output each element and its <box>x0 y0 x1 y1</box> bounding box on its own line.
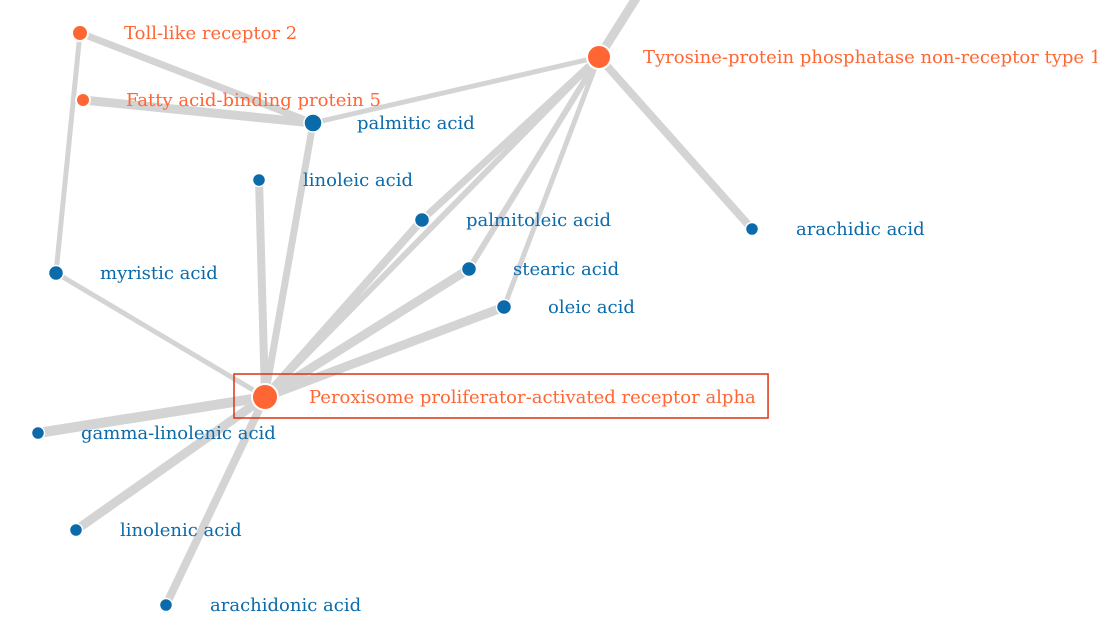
edge-ptpn1-oleic <box>501 56 602 308</box>
edge-ppara-gammalinolenic <box>37 392 266 438</box>
edge-fabp5-palmitic <box>82 95 314 128</box>
node-ppara[interactable]: Peroxisome proliferator-activated recept… <box>251 383 756 411</box>
node-label-arachidic[interactable]: arachidic acid <box>796 219 925 240</box>
node-circle-stearic[interactable] <box>460 260 478 278</box>
node-label-fabp5[interactable]: Fatty acid-binding protein 5 <box>126 90 381 111</box>
node-palmitic[interactable]: palmitic acid <box>303 113 475 134</box>
node-label-myristic[interactable]: myristic acid <box>100 263 218 284</box>
edge-tlr2-palmitic <box>78 29 315 127</box>
node-circle-linoleic[interactable] <box>251 172 267 188</box>
node-circle-palmitic[interactable] <box>303 113 323 133</box>
edge-ppara-stearic <box>262 265 472 401</box>
edge-ppara-myristic <box>54 270 267 400</box>
node-label-palmitoleic[interactable]: palmitoleic acid <box>466 210 611 231</box>
edge-ppara-arachidonic <box>162 395 269 607</box>
node-circle-oleic[interactable] <box>495 298 513 316</box>
node-label-palmitic[interactable]: palmitic acid <box>357 113 475 134</box>
node-stearic[interactable]: stearic acid <box>460 259 620 280</box>
node-circle-palmitoleic[interactable] <box>413 211 431 229</box>
edge-ptpn1-arachidic <box>596 54 755 232</box>
node-circle-gammalinolenic[interactable] <box>30 425 46 441</box>
node-gammalinolenic[interactable]: gamma-linolenic acid <box>30 423 276 444</box>
node-oleic[interactable]: oleic acid <box>495 297 635 318</box>
node-linoleic[interactable]: linoleic acid <box>251 170 414 191</box>
node-circle-arachidic[interactable] <box>744 221 760 237</box>
node-arachidic[interactable]: arachidic acid <box>744 219 925 240</box>
selected-node-box <box>233 373 769 419</box>
node-linolenic[interactable]: linolenic acid <box>68 520 242 541</box>
edge-ptpn1-palmitic <box>312 54 600 126</box>
node-label-linolenic[interactable]: linolenic acid <box>120 520 242 541</box>
edge-ptpn1-stearic <box>466 55 602 271</box>
node-circle-arachidonic[interactable] <box>158 597 174 613</box>
node-circle-ptpn1[interactable] <box>586 44 612 70</box>
node-label-tlr2[interactable]: Toll-like receptor 2 <box>124 23 297 44</box>
node-ptpn1[interactable]: Tyrosine-protein phosphatase non-recepto… <box>586 44 1097 70</box>
node-label-arachidonic[interactable]: arachidonic acid <box>210 595 361 616</box>
node-tlr2[interactable]: Toll-like receptor 2 <box>71 23 297 44</box>
edge-ppara-linolenic <box>73 393 268 534</box>
node-label-gammalinolenic[interactable]: gamma-linolenic acid <box>81 423 276 444</box>
nodes-layer: Peroxisome proliferator-activated recept… <box>30 23 1097 616</box>
node-circle-fabp5[interactable] <box>75 92 91 108</box>
node-label-stearic[interactable]: stearic acid <box>513 259 619 280</box>
node-label-linoleic[interactable]: linoleic acid <box>303 170 413 191</box>
node-arachidonic[interactable]: arachidonic acid <box>158 595 362 616</box>
node-label-ppara[interactable]: Peroxisome proliferator-activated recept… <box>309 387 756 408</box>
node-circle-tlr2[interactable] <box>71 24 89 42</box>
node-fabp5[interactable]: Fatty acid-binding protein 5 <box>75 90 381 111</box>
node-label-ptpn1[interactable]: Tyrosine-protein phosphatase non-recepto… <box>643 47 1097 68</box>
node-circle-ppara[interactable] <box>251 383 279 411</box>
node-circle-linolenic[interactable] <box>68 522 84 538</box>
node-palmitoleic[interactable]: palmitoleic acid <box>413 210 611 231</box>
node-label-oleic[interactable]: oleic acid <box>548 297 635 318</box>
node-circle-myristic[interactable] <box>47 264 65 282</box>
edge-tlr2-myristic <box>53 32 83 274</box>
edges-layer <box>37 0 755 607</box>
edge-ppara-linoleic <box>255 179 269 398</box>
edge-ppara-palmitic <box>261 122 317 398</box>
edge-ptpn1-ppara <box>262 54 602 400</box>
node-myristic[interactable]: myristic acid <box>47 263 218 284</box>
edge-ppara-oleic <box>263 302 506 402</box>
